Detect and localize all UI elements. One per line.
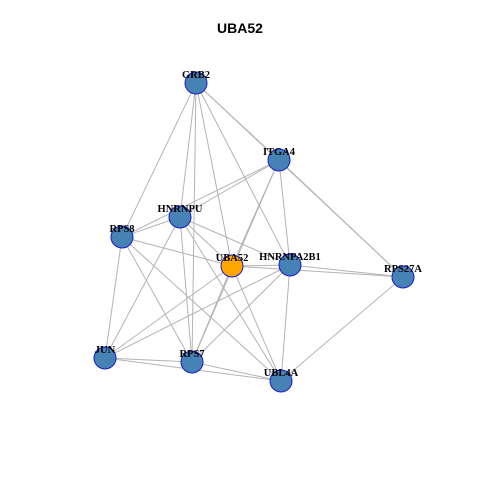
nodes-layer — [93, 71, 415, 393]
node-rps27a[interactable] — [391, 265, 415, 289]
edge-hnrnpa2b1-jun — [104, 264, 291, 359]
edge-hnrnpa2b1-rps27a — [289, 264, 404, 278]
node-label-rps7: RPS7 — [179, 349, 204, 360]
node-label-rps27a: RPS27A — [384, 264, 422, 275]
edge-grb2-rps7 — [191, 82, 197, 363]
edge-itga4-rps27a — [278, 159, 404, 278]
node-hnrnpu[interactable] — [168, 205, 192, 229]
edge-uba52-jun — [104, 265, 233, 359]
node-label-grb2: GRB2 — [182, 70, 210, 81]
edge-hnrnpa2b1-rps7 — [191, 264, 291, 363]
edge-rps8-uba52 — [121, 236, 233, 267]
node-grb2[interactable] — [184, 71, 208, 95]
node-label-rps8: RPS8 — [109, 224, 134, 235]
node-ubl4a[interactable] — [269, 369, 293, 393]
node-jun[interactable] — [93, 346, 117, 370]
node-itga4[interactable] — [267, 148, 291, 172]
edge-itga4-hnrnpa2b1 — [278, 159, 291, 266]
node-label-itga4: ITGA4 — [263, 147, 296, 158]
edge-hnrnpu-jun — [104, 216, 181, 359]
edge-grb2-hnrnpa2b1 — [195, 82, 291, 266]
edge-itga4-hnrnpu — [179, 159, 280, 218]
edge-hnrnpu-hnrnpa2b1 — [179, 216, 291, 266]
edge-uba52-rps7 — [191, 265, 233, 363]
node-label-hnrnpa2b1: HNRNPA2B1 — [259, 252, 321, 263]
edge-rps27a-ubl4a — [280, 276, 404, 382]
edge-hnrnpa2b1-ubl4a — [280, 264, 291, 382]
node-label-jun: JUN — [95, 345, 116, 356]
edge-grb2-uba52 — [195, 82, 233, 267]
node-rps8[interactable] — [110, 225, 134, 249]
edge-rps8-rps7 — [121, 236, 193, 363]
edge-rps8-jun — [104, 236, 123, 359]
edge-hnrnpu-ubl4a — [179, 216, 282, 382]
edge-grb2-rps8 — [121, 82, 197, 238]
edge-hnrnpu-rps7 — [179, 216, 193, 363]
node-uba52[interactable] — [220, 254, 244, 278]
edges-layer — [104, 82, 404, 382]
edge-rps7-ubl4a — [191, 361, 282, 382]
edge-uba52-ubl4a — [231, 265, 282, 382]
edge-itga4-rps8 — [121, 159, 280, 238]
node-label-uba52: UBA52 — [216, 253, 249, 264]
node-rps7[interactable] — [180, 350, 204, 374]
edge-grb2-hnrnpu — [179, 82, 197, 218]
node-label-hnrnpu: HNRNPU — [158, 204, 203, 215]
graph-title: UBA52 — [217, 20, 263, 36]
edge-uba52-rps27a — [231, 265, 404, 278]
edge-hnrnpu-uba52 — [179, 216, 233, 267]
edge-jun-rps7 — [104, 357, 193, 363]
node-hnrnpa2b1[interactable] — [278, 253, 302, 277]
node-label-ubl4a: UBL4A — [264, 368, 299, 379]
